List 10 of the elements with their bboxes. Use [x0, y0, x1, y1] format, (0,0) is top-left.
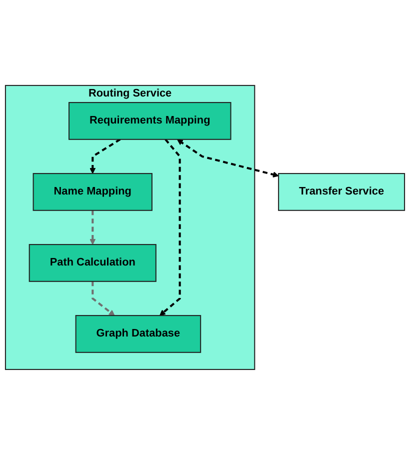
- arrow: [92, 281, 115, 316]
- arrow: [90, 138, 121, 174]
- node-box: Requirements Mapping: [68, 102, 232, 140]
- node-box: Path Calculation: [28, 244, 156, 282]
- arrow: [160, 138, 181, 316]
- node-box: Transfer Service: [278, 173, 406, 211]
- arrow: [177, 139, 279, 178]
- arrow: [90, 210, 96, 245]
- node-box: Name Mapping: [32, 173, 152, 211]
- node-box: Graph Database: [75, 315, 202, 353]
